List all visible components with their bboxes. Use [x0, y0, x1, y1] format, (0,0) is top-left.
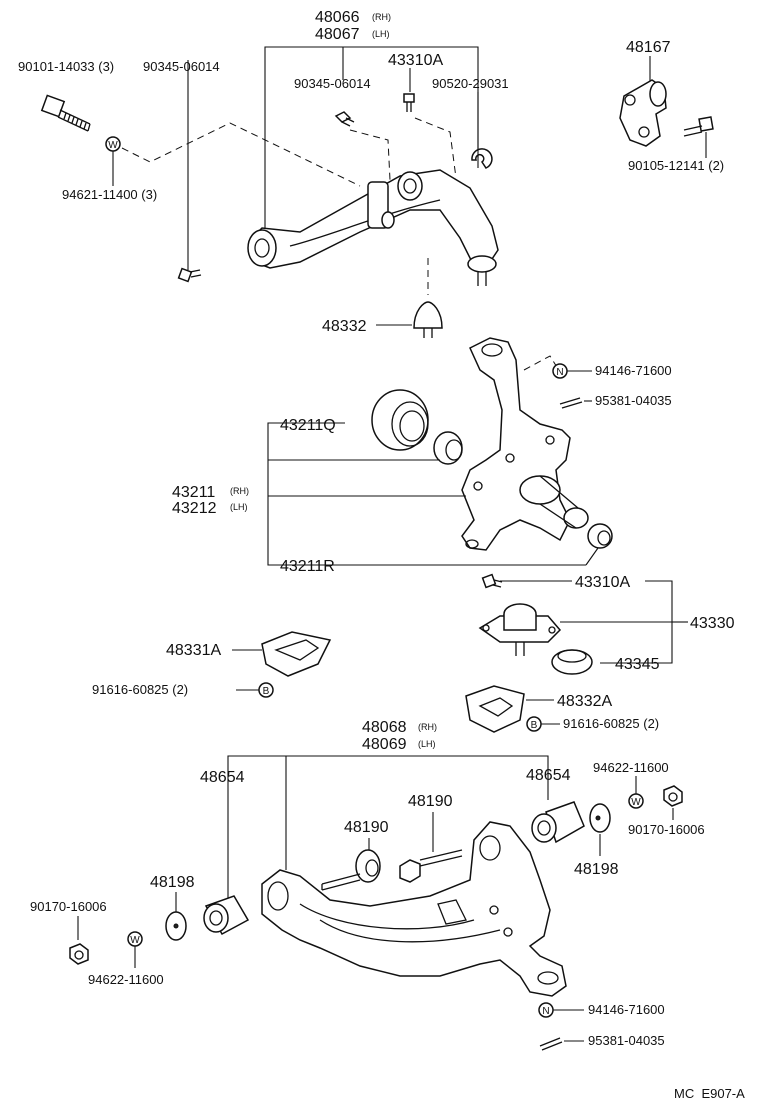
label-bumper-48332a: 48332A	[557, 693, 612, 710]
seal-43211q-icon	[371, 389, 429, 451]
svg-text:W: W	[108, 140, 118, 151]
label-pin-95381-top: 95381-04035	[595, 393, 672, 408]
boot-43345-icon	[551, 649, 593, 675]
washer-48198-left-icon	[165, 911, 187, 941]
label-bolt-90105: 90105-12141 (2)	[628, 158, 724, 173]
small-bolt-mid-icon	[334, 111, 355, 127]
label-43310a-mid: 43310A	[575, 574, 630, 591]
label-washer-94622-left: 94622-11600	[88, 972, 164, 987]
label-seal-43211r: 43211R	[280, 558, 335, 575]
lower-control-arm	[261, 821, 567, 997]
svg-text:N: N	[556, 367, 563, 378]
nut-symbol-bottom-icon: N	[538, 1002, 554, 1018]
lower-arm-leader	[227, 755, 549, 900]
seal-43211r-icon	[587, 523, 613, 549]
upper-control-arm	[247, 169, 499, 286]
label-bolt-48190-right: 48190	[408, 793, 453, 810]
upper-arm-lh-suffix: (LH)	[372, 29, 390, 39]
label-bolt-90345-left: 90345-06014	[143, 59, 220, 74]
lower-arm-rh-part: 48068	[362, 719, 407, 736]
upper-arm-rh-suffix: (RH)	[372, 12, 391, 22]
label-washer-94622-right: 94622-11600	[593, 760, 669, 775]
svg-text:B: B	[263, 686, 270, 697]
label-nut-90170-left: 90170-16006	[30, 899, 107, 914]
label-bushing-48654-right: 48654	[526, 767, 571, 784]
label-boot-43345: 43345	[615, 656, 660, 673]
bumper-48332-icon	[413, 301, 443, 338]
svg-text:B: B	[531, 720, 538, 731]
label-balljoint-43330: 43330	[690, 615, 735, 632]
lower-arm-lh-suffix: (LH)	[418, 739, 436, 749]
knuckle-lh-suffix: (LH)	[230, 502, 248, 512]
cotter-pin-top-icon	[559, 397, 583, 409]
label-bolt-91616-right: 91616-60825 (2)	[563, 716, 659, 731]
label-washer-48198-right: 48198	[574, 861, 619, 878]
cotter-pin-bottom-icon	[539, 1037, 563, 1051]
bushing-small-icon	[433, 431, 463, 465]
balljoint-43330-icon	[478, 603, 562, 656]
label-clip-90520: 90520-29031	[432, 76, 509, 91]
label-bushing-48654-left: 48654	[200, 769, 245, 786]
steering-knuckle	[461, 337, 589, 551]
svg-text:W: W	[130, 935, 140, 946]
bolt-48190-right-icon	[399, 849, 463, 883]
dashed-bolt-line	[121, 122, 361, 187]
label-pin-95381-bottom: 95381-04035	[588, 1033, 665, 1048]
label-nut-94146-top: 94146-71600	[595, 363, 672, 378]
nut-symbol-top-icon: N	[552, 363, 568, 379]
washer-symbol-right-icon: W	[628, 793, 644, 809]
bolt-symbol-left-icon: B	[258, 682, 274, 698]
bumper-48332a-icon	[465, 685, 525, 733]
label-bolt-upper: 90101-14033 (3)	[18, 59, 114, 74]
dashed-43310a	[414, 117, 457, 179]
label-washer-94621: 94621-11400 (3)	[62, 187, 157, 202]
label-bolt-48190-left: 48190	[344, 819, 389, 836]
knuckle-bracket-leader	[267, 422, 599, 566]
label-seal-43211q: 43211Q	[280, 417, 336, 434]
knuckle-rh-part: 43211	[172, 484, 215, 501]
washer-48198-right-icon	[589, 803, 611, 833]
dashed-bolt-mid	[349, 129, 391, 181]
washer-symbol-left-icon: W	[127, 931, 143, 947]
label-washer-48198-left: 48198	[150, 874, 195, 891]
label-bumper-48331a: 48331A	[166, 642, 221, 659]
balljoint-43330-bracket	[560, 580, 688, 664]
bolt-90101-icon	[40, 94, 91, 132]
upper-arm-rh-part: 48066	[315, 9, 360, 26]
label-nut-94146-bottom: 94146-71600	[588, 1002, 665, 1017]
bracket-48167-icon	[619, 79, 667, 147]
label-bolt-91616-left: 91616-60825 (2)	[92, 682, 188, 697]
label-48332: 48332	[322, 318, 367, 335]
small-bolt-left-icon	[177, 267, 202, 283]
bumper-48331a-icon	[261, 631, 332, 677]
label-48167: 48167	[626, 39, 671, 56]
bolt-symbol-right-icon: B	[526, 716, 542, 732]
nut-90170-right-icon	[663, 785, 683, 807]
svg-text:W: W	[631, 797, 641, 808]
bushing-48654-left-icon	[203, 895, 250, 936]
clip-90520-icon	[471, 148, 493, 169]
catalog-code: MC E907-A	[674, 1086, 745, 1101]
bolt-90105-icon	[683, 116, 714, 137]
label-bolt-90345-mid: 90345-06014	[294, 76, 371, 91]
knuckle-lh-part: 43212	[172, 500, 217, 517]
upper-arm-lh-part: 48067	[315, 26, 360, 43]
label-43310a-top: 43310A	[388, 52, 443, 69]
washer-symbol-icon: W	[105, 136, 121, 152]
bushing-48654-right-icon	[531, 801, 585, 844]
knuckle-rh-suffix: (RH)	[230, 486, 249, 496]
svg-text:N: N	[542, 1006, 549, 1017]
lower-arm-lh-part: 48069	[362, 736, 407, 753]
small-bolt-43310a-mid-icon	[481, 573, 503, 589]
label-nut-90170-right: 90170-16006	[628, 822, 705, 837]
lower-arm-rh-suffix: (RH)	[418, 722, 437, 732]
small-bolt-43310a-icon	[403, 93, 415, 112]
nut-90170-left-icon	[69, 943, 89, 965]
bolt-48190-left-icon	[321, 849, 381, 891]
